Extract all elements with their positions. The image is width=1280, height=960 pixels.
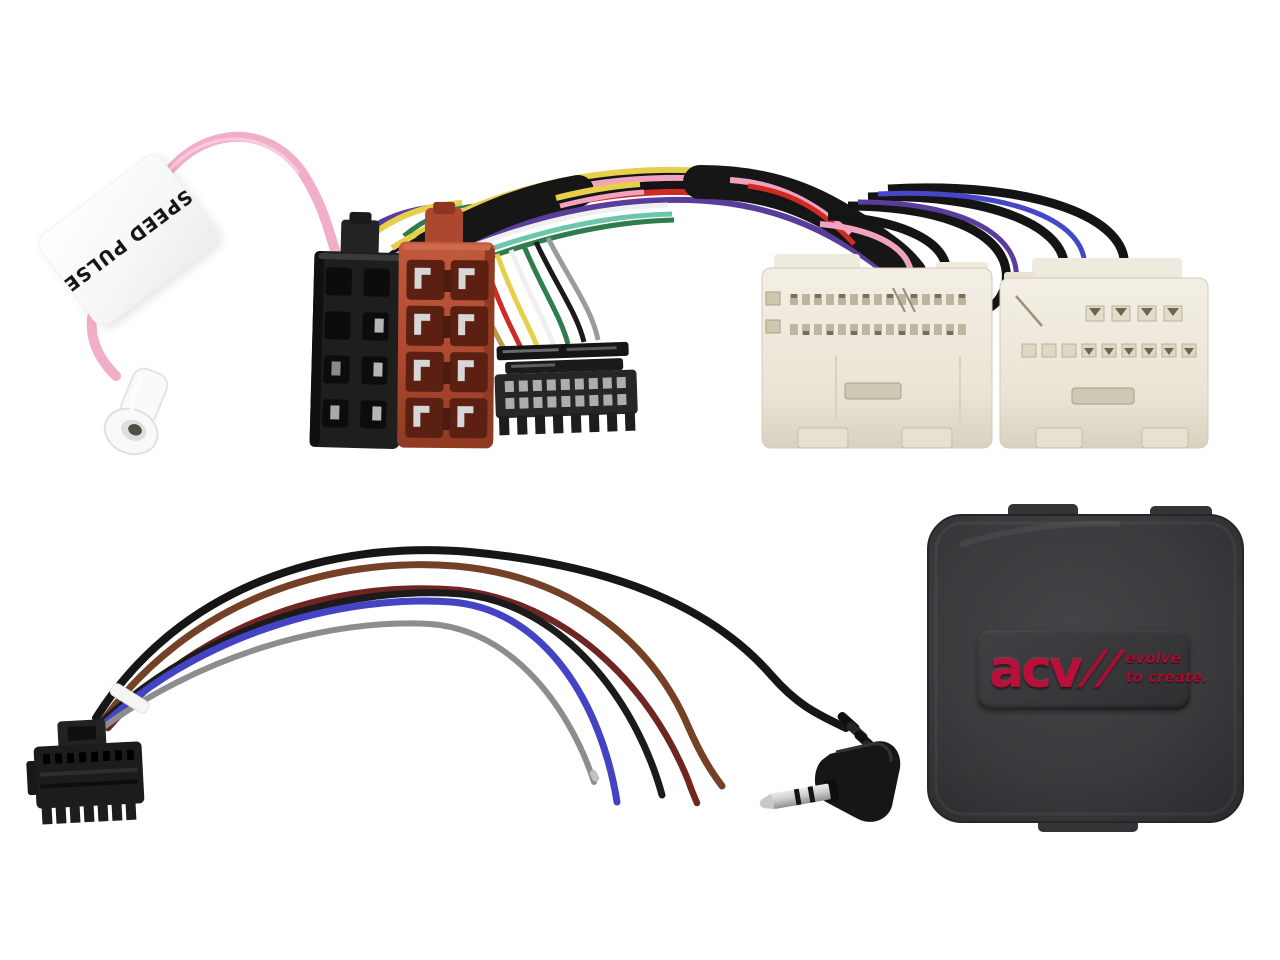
acv-slogan: evolve to create.	[1125, 649, 1207, 687]
iso-connector-black	[309, 211, 405, 449]
swc-harness-connector	[26, 719, 145, 825]
acv-brand-logo: acv	[989, 640, 1083, 700]
aux-jack-plug	[759, 711, 901, 822]
vehicle-connector-left	[761, 254, 993, 449]
acv-logo-slashes: //	[1073, 640, 1130, 694]
iso-connector-red	[397, 201, 495, 449]
swc-wires	[91, 546, 850, 807]
acv-logo-plaque: acv // evolve to create.	[977, 630, 1208, 710]
acv-slogan-line2: to create.	[1125, 668, 1208, 686]
head-unit-connector	[494, 341, 638, 436]
crimp-terminal	[103, 367, 169, 456]
vehicle-connector-right	[999, 258, 1209, 449]
acv-slogan-line1: evolve	[1125, 649, 1181, 668]
